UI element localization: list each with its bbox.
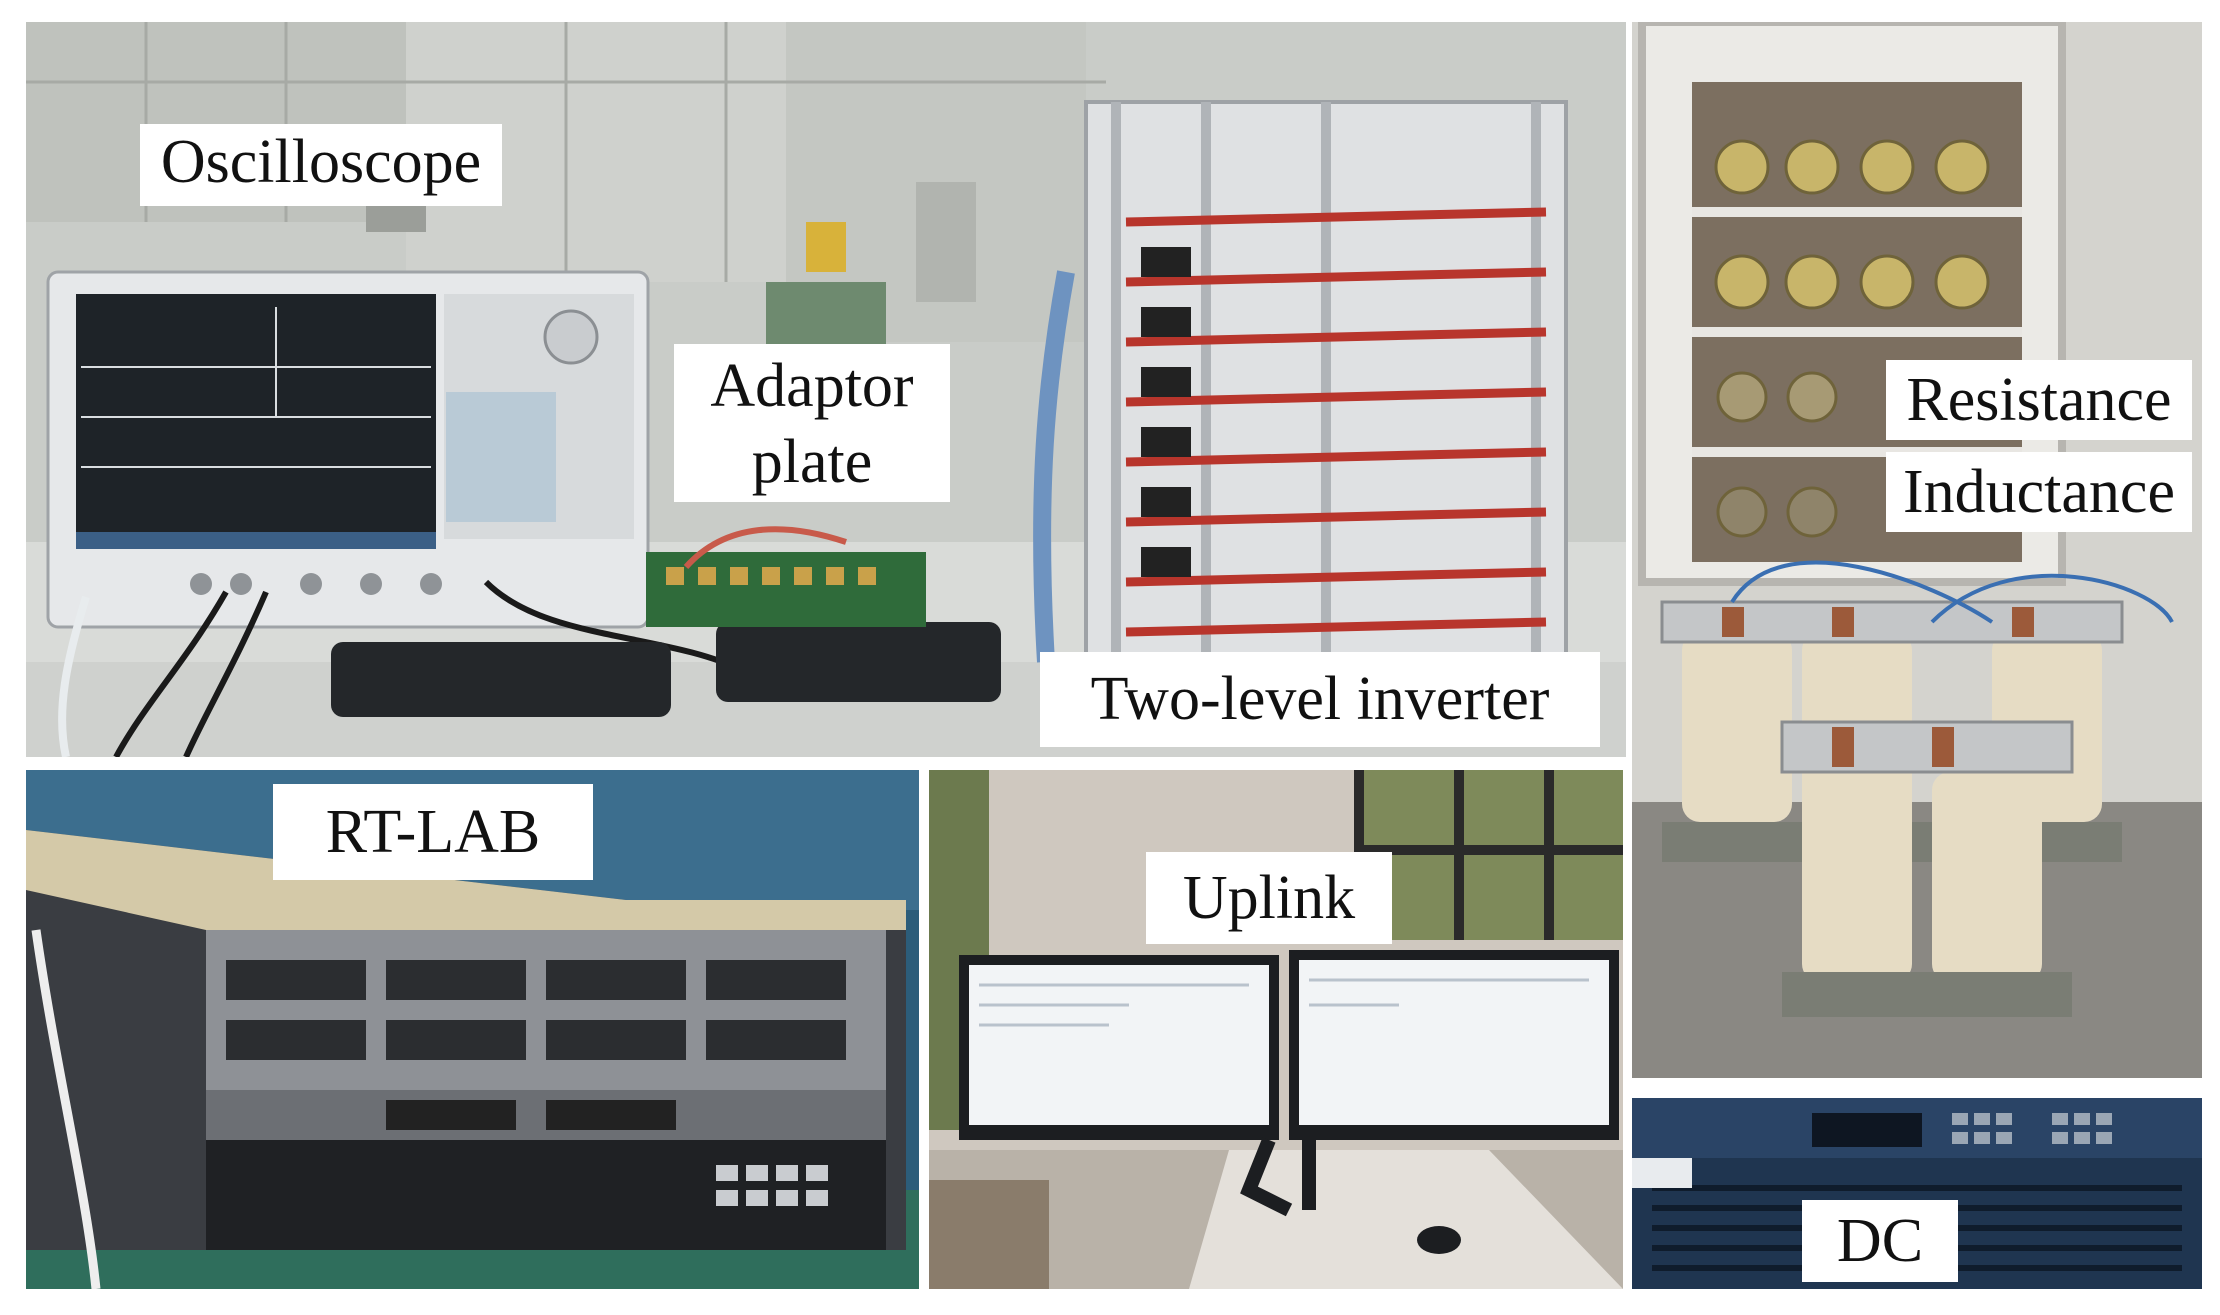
label-resistance: Resistance [1886, 360, 2192, 440]
resistance-inductance-cabinet-photo: Resistance Inductance [1632, 22, 2202, 1078]
label-adaptor-plate-line2: plate [751, 428, 873, 496]
dc-power-supply-photo: DC [1632, 1098, 2202, 1289]
dual-monitors [959, 950, 1619, 1217]
label-rt-lab: RT-LAB [273, 784, 593, 880]
label-dc: DC [1802, 1200, 1958, 1282]
adaptor-plate-board [646, 282, 926, 627]
label-uplink: Uplink [1146, 852, 1392, 944]
label-two-level-inverter: Two-level inverter [1040, 652, 1600, 747]
uplink-image [929, 770, 1623, 1289]
label-oscilloscope: Oscilloscope [140, 124, 502, 206]
label-inductance: Inductance [1886, 452, 2192, 532]
rt-lab-chassis [26, 830, 906, 1289]
label-adaptor-plate-line1: Adaptor [710, 352, 914, 420]
oscilloscope-device [46, 270, 650, 629]
inductor-coils [1660, 560, 2174, 1017]
cabinet-image [1632, 22, 2202, 1078]
label-adaptor-plate: Adaptor plate [674, 344, 950, 502]
lab-bench-photo: Oscilloscope Adaptor plate Two-level inv… [26, 22, 1626, 757]
two-level-inverter-rack [1033, 100, 1568, 674]
rt-lab-simulator-photo: RT-LAB [26, 770, 919, 1289]
uplink-workstation-photo: Uplink [929, 770, 1623, 1289]
